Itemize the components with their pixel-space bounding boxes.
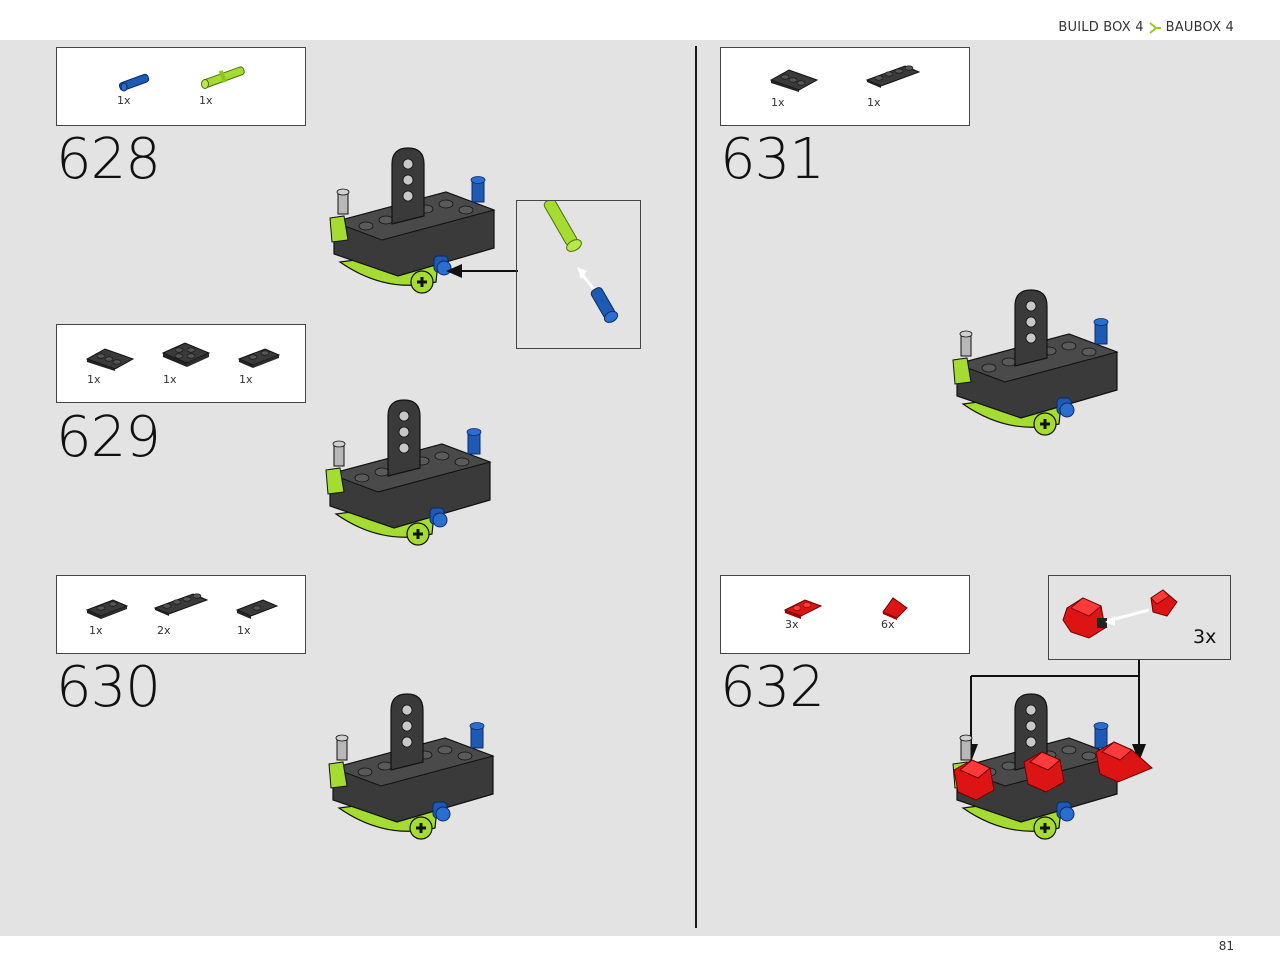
dark-plate-1x2-icon [237, 347, 281, 369]
model-632 [951, 692, 1153, 841]
part-jumper-plate: 1x [235, 598, 279, 637]
red-slope-icon [879, 596, 909, 620]
parts-box-630: 1x 2x 1x [56, 575, 306, 654]
part-plate-1x4: 1x [865, 64, 921, 109]
part-qty: 1x [867, 96, 881, 109]
part-qty: 1x [117, 94, 131, 107]
part-qty: 1x [89, 624, 103, 637]
page-header: BUILD BOX 4 BAUBOX 4 [0, 0, 1280, 40]
callout-628 [516, 198, 641, 349]
model-628 [326, 144, 506, 304]
part-red-slope: 6x [879, 596, 909, 631]
breadcrumb-build-box: BUILD BOX 4 [1058, 20, 1144, 35]
part-qty: 1x [87, 373, 101, 386]
page-number: 81 [1218, 939, 1234, 953]
part-qty: 1x [237, 624, 251, 637]
column-divider [695, 46, 697, 928]
dark-plate-1x4-icon [865, 64, 921, 88]
part-corner-plate: 1x [769, 66, 819, 109]
callout-632: 3x [1048, 575, 1231, 660]
part-blue-pin: 1x [115, 70, 155, 107]
dark-plate-1x4-icon [153, 592, 209, 616]
chevron-right-icon [1149, 21, 1161, 34]
breadcrumb: BUILD BOX 4 BAUBOX 4 [1058, 20, 1234, 35]
step-number-632: 632 [720, 655, 825, 720]
parts-box-632: 3x 6x [720, 575, 970, 654]
dark-corner-plate-icon [769, 66, 819, 92]
insertion-arrow [446, 264, 518, 278]
part-qty: 1x [199, 94, 213, 107]
part-qty: 2x [157, 624, 171, 637]
part-qty: 1x [163, 373, 177, 386]
callout-quantity: 3x [1193, 626, 1217, 648]
pin-insertion-detail [543, 198, 619, 323]
model-630 [322, 690, 508, 850]
parts-box-631: 1x 1x [720, 47, 970, 126]
red-slope-group [953, 741, 1153, 801]
instruction-page: 1x 1x 628 1x [0, 40, 1280, 936]
part-plate-1x4: 2x [153, 592, 209, 637]
part-qty: 1x [771, 96, 785, 109]
step-number-629: 629 [56, 405, 161, 470]
red-slope-assembly-detail [1062, 589, 1178, 639]
step-number-631: 631 [720, 127, 825, 192]
dark-plate-2x2-icon [161, 341, 211, 369]
lime-axle-pin-icon [197, 64, 251, 90]
red-hinge-plate-icon [783, 596, 823, 620]
dark-plate-1x2-icon [85, 598, 129, 620]
part-plate-1x2: 1x [237, 347, 281, 386]
part-qty: 3x [785, 618, 799, 631]
model-631 [946, 286, 1132, 446]
dark-corner-plate-icon [85, 345, 135, 371]
step-number-630: 630 [56, 655, 161, 720]
part-plate-1x2: 1x [85, 598, 129, 637]
part-corner-plate: 1x [85, 345, 135, 386]
model-629 [322, 396, 502, 556]
page-footer: 81 [0, 936, 1280, 974]
part-qty: 1x [239, 373, 253, 386]
parts-box-628: 1x 1x [56, 47, 306, 126]
dark-jumper-plate-icon [235, 598, 279, 620]
part-plate-2x2: 1x [161, 341, 211, 386]
blue-pin-icon [115, 70, 155, 94]
part-red-hinge-plate: 3x [783, 596, 823, 631]
parts-box-629: 1x 1x 1x [56, 324, 306, 403]
part-lime-axle-pin: 1x [197, 64, 251, 107]
step-number-628: 628 [56, 127, 161, 192]
breadcrumb-baubox: BAUBOX 4 [1165, 20, 1234, 35]
part-qty: 6x [881, 618, 895, 631]
